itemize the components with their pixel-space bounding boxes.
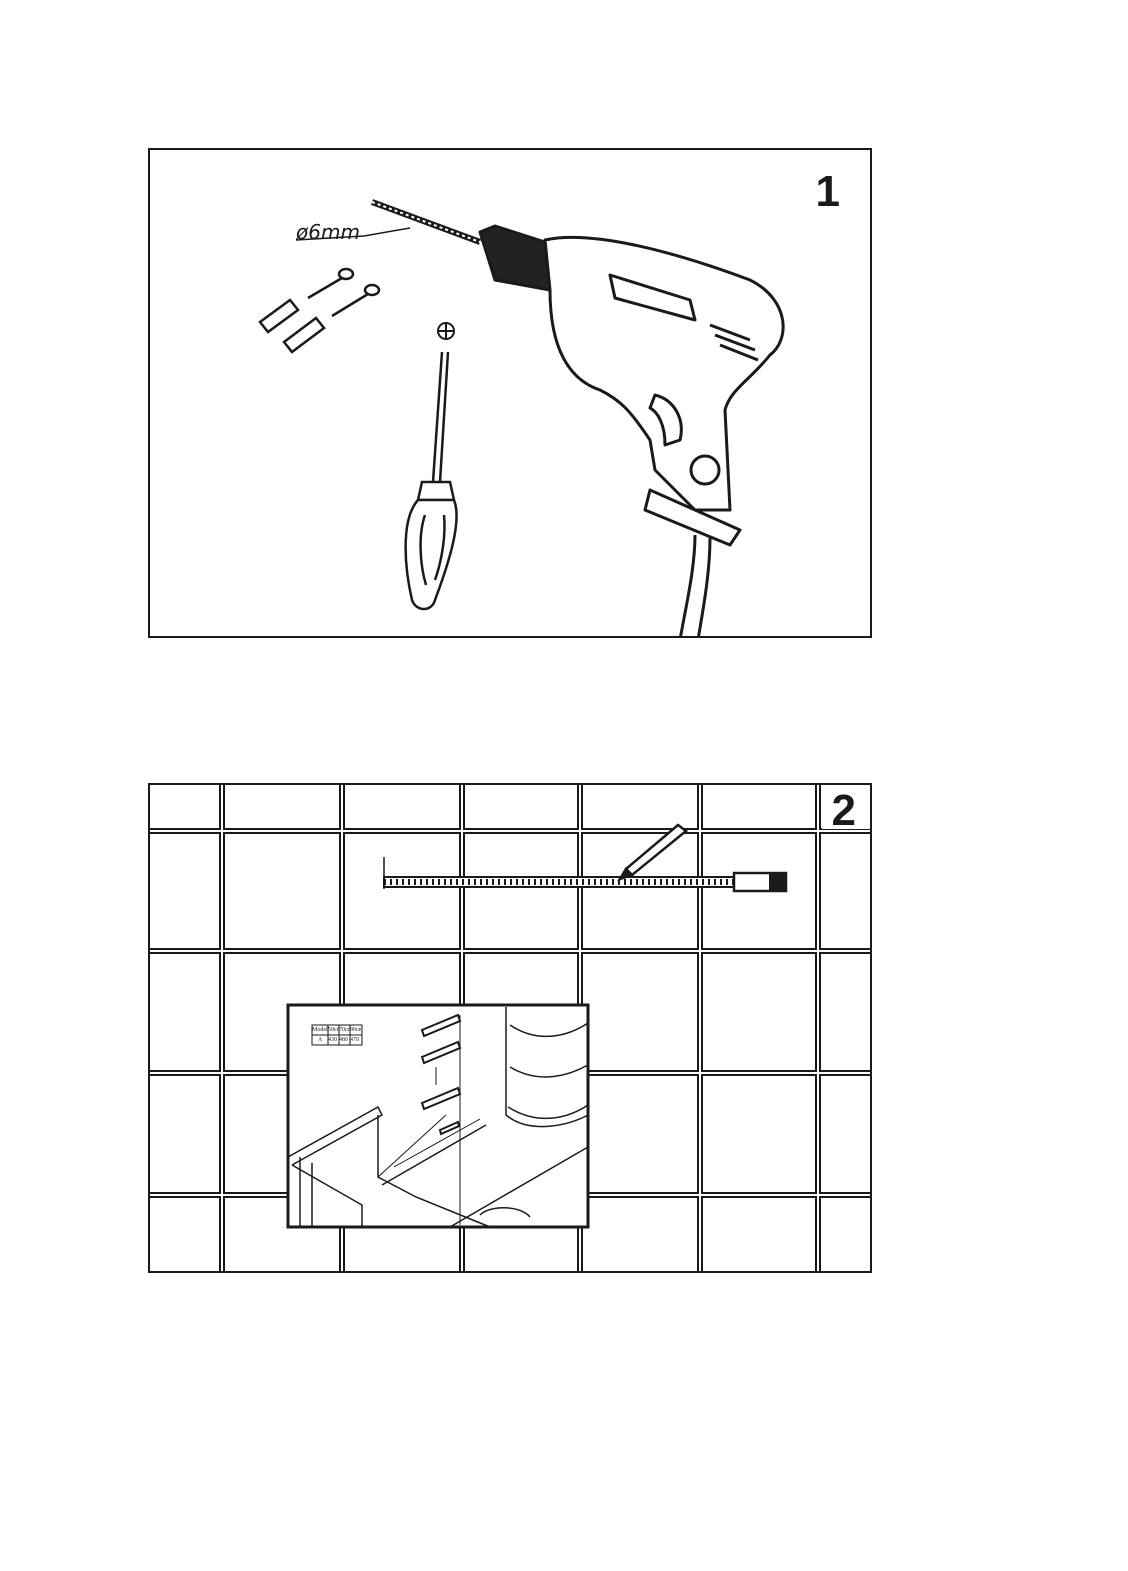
phillips-screwdriver-icon [406, 352, 457, 609]
step-number: 1 [816, 170, 840, 214]
power-drill-icon [480, 226, 783, 638]
model-table-header: Modelo [312, 1025, 328, 1035]
step-number: 2 [832, 789, 856, 833]
model-table-cell: 430 [328, 1035, 339, 1045]
model-table-cell: 470 [350, 1035, 361, 1045]
step-2-panel: Modelo 50cm 70cm 90cm A 430 480 470 2 [148, 783, 872, 1273]
tape-measure-icon [384, 857, 786, 891]
step-1-panel: ø6mm 1 [148, 148, 872, 638]
wall-plug-icon [260, 300, 324, 352]
step-1-illustration [150, 150, 872, 638]
drill-bit-size-label: ø6mm [296, 220, 360, 244]
model-table-cell: A [312, 1035, 328, 1045]
step-2-illustration [150, 785, 872, 1273]
phillips-head-icon [438, 323, 454, 339]
model-table-cell: 480 [339, 1035, 350, 1045]
model-table-header: 90cm [350, 1025, 361, 1035]
model-table: Modelo 50cm 70cm 90cm A 430 480 470 [312, 1025, 362, 1045]
model-table-header: 70cm [339, 1025, 350, 1035]
model-table-header: 50cm [328, 1025, 339, 1035]
screw-icon [308, 269, 379, 316]
